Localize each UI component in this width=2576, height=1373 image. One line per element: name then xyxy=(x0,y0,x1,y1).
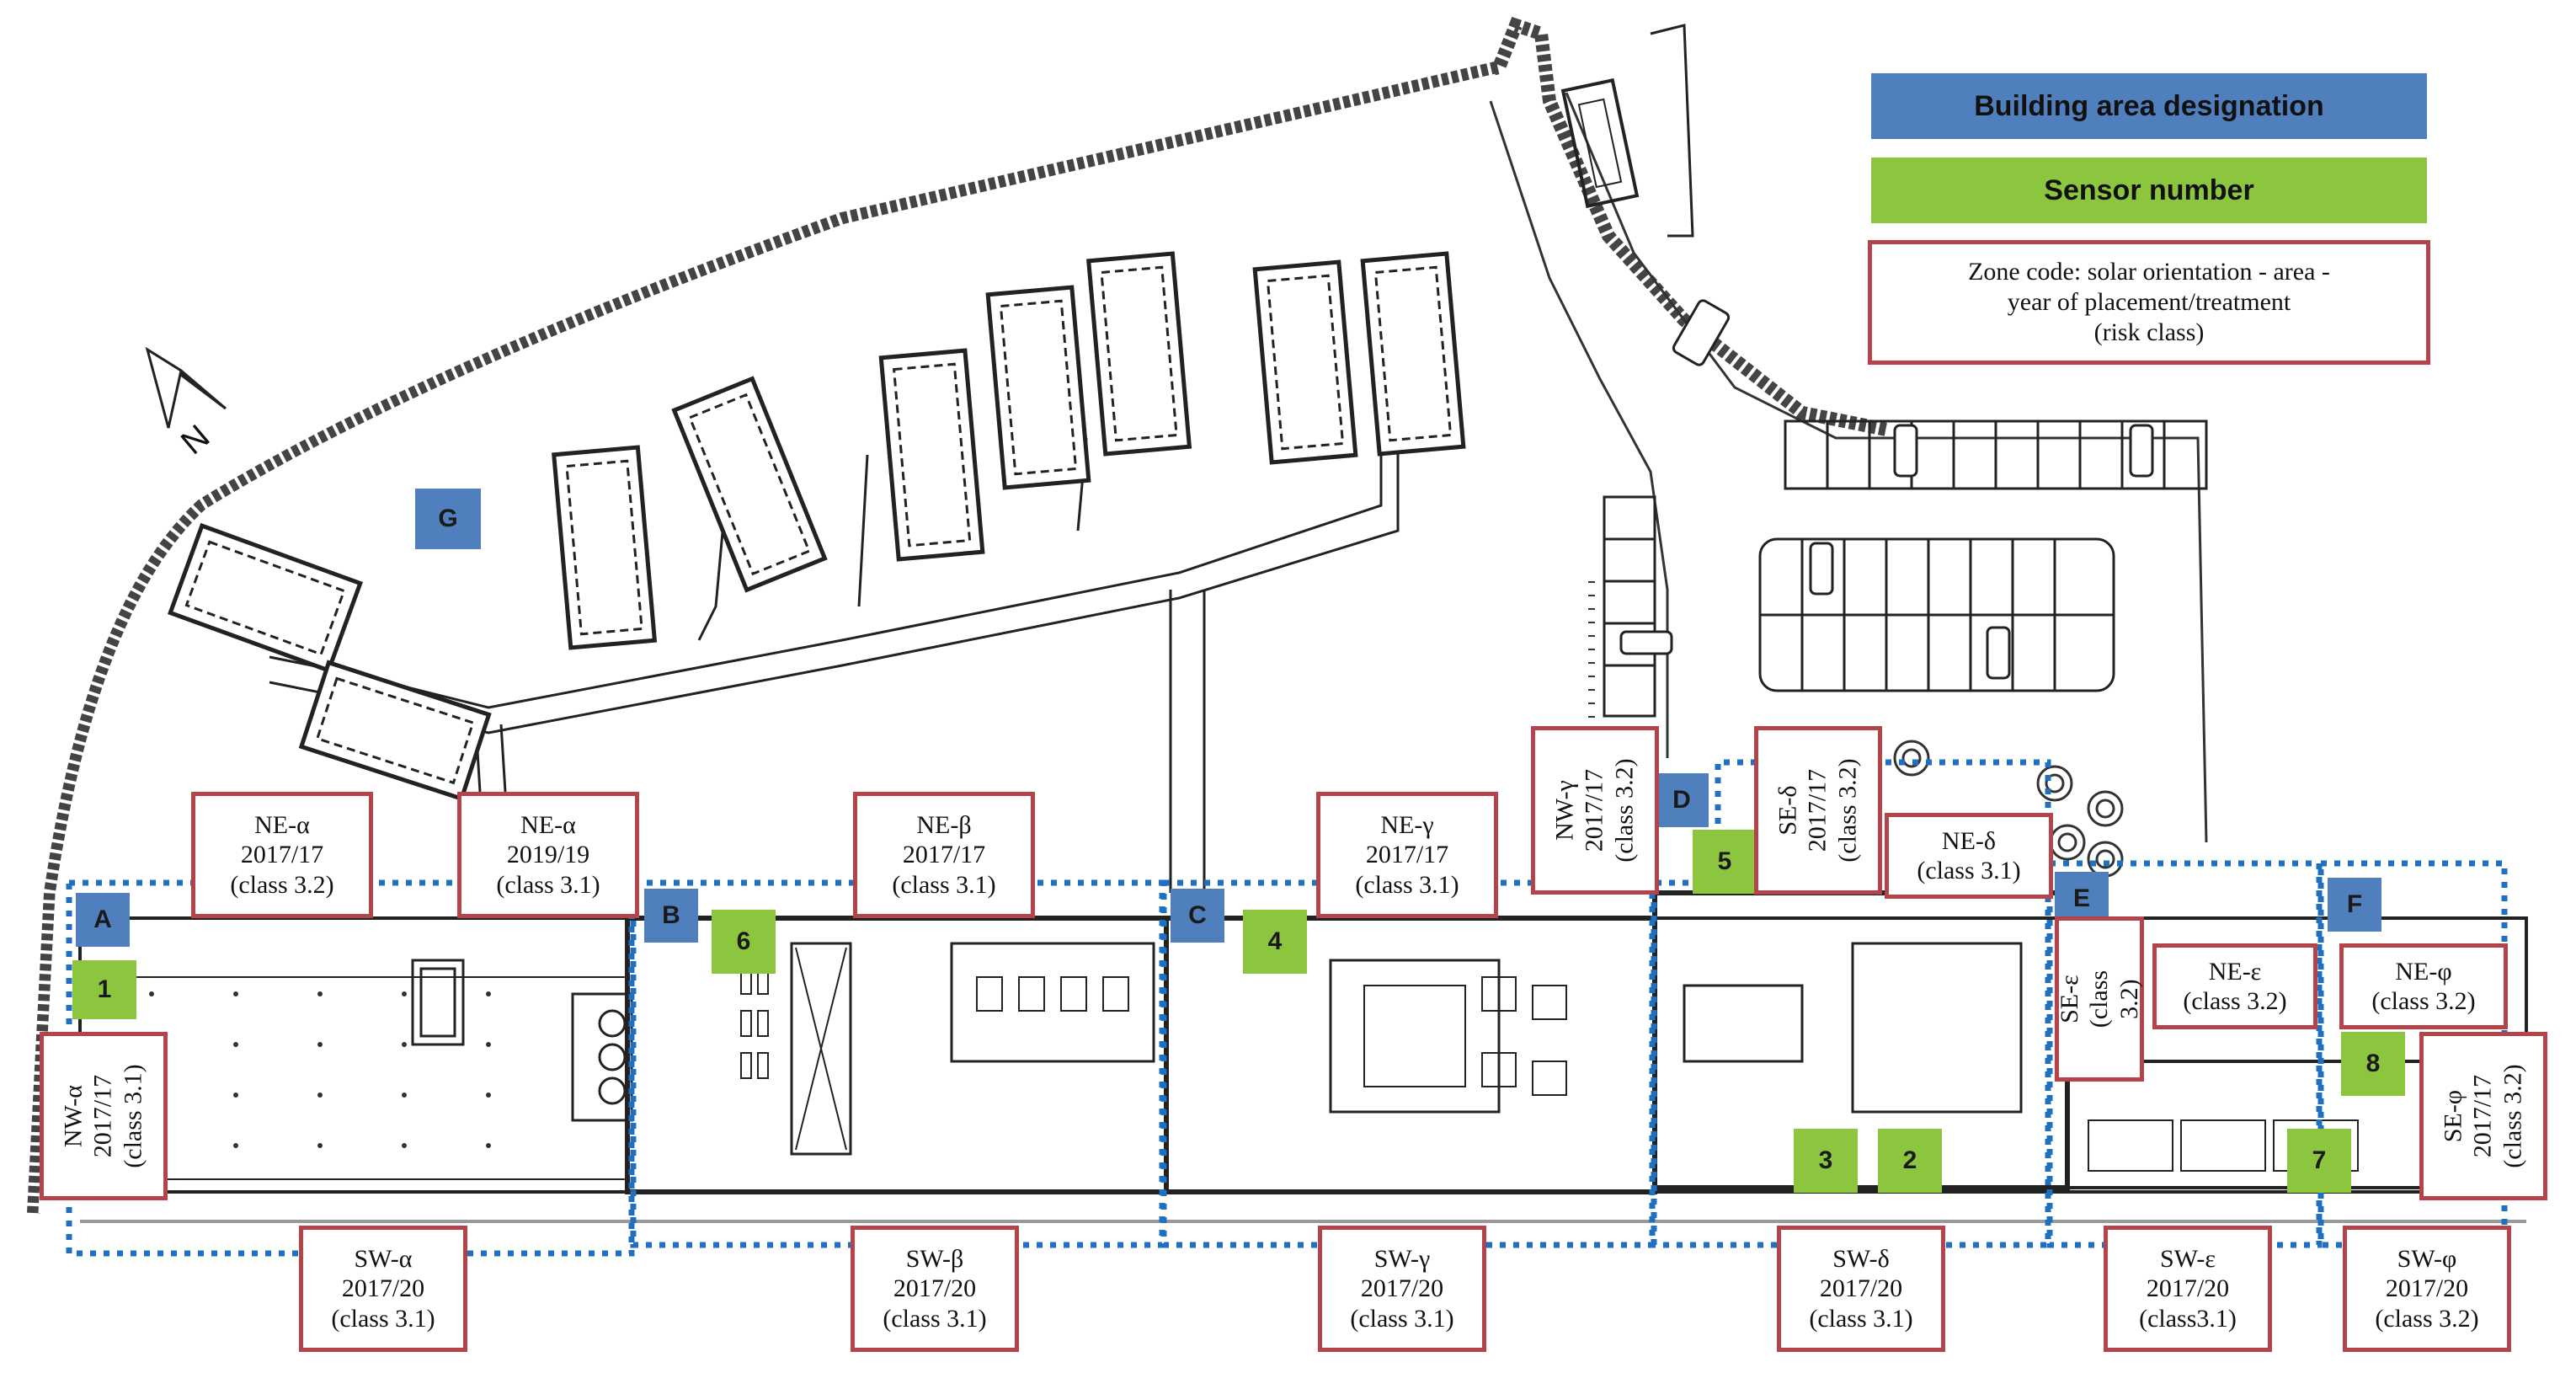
legend-zone-code-label: Zone code: solar orientation - area - ye… xyxy=(1968,258,2330,346)
zone-sw-delta: SW-δ 2017/20 (class 3.1) xyxy=(1777,1226,1945,1352)
legend-sensor-number: Sensor number xyxy=(1871,158,2427,223)
access-road xyxy=(1489,100,1669,758)
area-tag-b: B xyxy=(644,889,698,943)
sensor-tag-8: 8 xyxy=(2341,1032,2405,1096)
sensor-tag-1: 1 xyxy=(72,960,136,1019)
zone-se-delta: SE-δ 2017/17 (class 3.2) xyxy=(1754,726,1882,895)
zone-ne-beta: NE-β 2017/17 (class 3.1) xyxy=(853,792,1035,918)
pavilion-buildings xyxy=(168,251,1466,802)
area-tag-a: A xyxy=(76,893,130,947)
legend-area-designation: Building area designation xyxy=(1871,73,2427,139)
zone-ne-alpha-2019: NE-α 2019/19 (class 3.1) xyxy=(457,792,639,918)
area-tag-d: D xyxy=(1655,773,1709,827)
zone-sw-epsilon: SW-ε 2017/20 (class3.1) xyxy=(2104,1226,2272,1352)
zone-sw-alpha: SW-α 2017/20 (class 3.1) xyxy=(299,1226,467,1352)
area-tag-g: G xyxy=(415,489,481,549)
area-tag-c: C xyxy=(1171,889,1224,943)
zone-sw-phi: SW-φ 2017/20 (class 3.2) xyxy=(2343,1226,2511,1352)
sensor-tag-2: 2 xyxy=(1878,1129,1942,1193)
zone-nw-alpha: NW-α 2017/17 (class 3.1) xyxy=(40,1032,168,1200)
legend-zone-code: Zone code: solar orientation - area - ye… xyxy=(1868,240,2430,365)
sensor-tag-4: 4 xyxy=(1243,910,1307,974)
site-boundary-wall xyxy=(27,17,1888,1214)
zone-sw-gamma: SW-γ 2017/20 (class 3.1) xyxy=(1318,1226,1486,1352)
sensor-tag-3: 3 xyxy=(1794,1129,1858,1193)
sensor-tag-7: 7 xyxy=(2287,1129,2351,1193)
parking-lot-west xyxy=(1603,495,1656,718)
zone-sw-beta: SW-β 2017/20 (class 3.1) xyxy=(851,1226,1019,1352)
north-arrow-icon xyxy=(145,346,227,429)
legend-sensor-label: Sensor number xyxy=(2044,174,2254,206)
zone-ne-gamma: NE-γ 2017/17 (class 3.1) xyxy=(1316,792,1498,918)
area-tag-f: F xyxy=(2328,878,2381,932)
zone-ne-epsilon: NE-ε (class 3.2) xyxy=(2152,943,2317,1029)
zone-ne-delta: NE-δ (class 3.1) xyxy=(1885,813,2053,899)
zone-ne-phi: NE-φ (class 3.2) xyxy=(2339,943,2508,1029)
legend-area-label: Building area designation xyxy=(1974,89,2324,122)
zone-nw-gamma: NW-γ 2017/17 (class 3.2) xyxy=(1531,726,1659,895)
parking-lot-lower xyxy=(1758,537,2115,692)
sensor-tag-5: 5 xyxy=(1693,830,1757,894)
zone-se-phi: SE-φ 2017/17 (class 3.2) xyxy=(2419,1032,2547,1200)
zone-se-epsilon: SE-ε (class 3.2) xyxy=(2055,916,2144,1082)
sensor-tag-6: 6 xyxy=(712,910,776,974)
zone-ne-alpha-2017: NE-α 2017/17 (class 3.2) xyxy=(191,792,373,918)
